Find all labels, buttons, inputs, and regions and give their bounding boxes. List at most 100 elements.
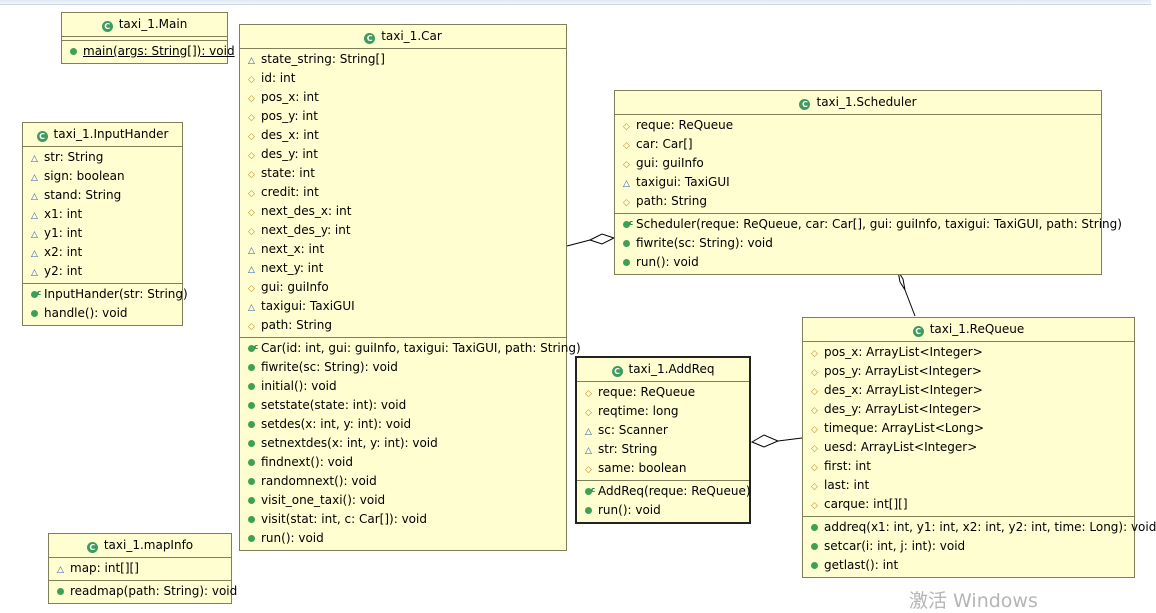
window-top-edge xyxy=(0,0,1151,5)
attribute-row[interactable]: ◇same: boolean xyxy=(577,459,749,478)
attribute-row[interactable]: ◇pos_y: int xyxy=(240,107,566,126)
method-row[interactable]: visit(stat: int, c: Car[]): void xyxy=(240,510,566,529)
attribute-text: gui: guiInfo xyxy=(636,156,704,170)
attribute-row[interactable]: ◇des_x: ArrayList<Integer> xyxy=(803,381,1134,400)
protected-member-icon: ◇ xyxy=(811,406,818,416)
attribute-row[interactable]: ◇reqtime: long xyxy=(577,402,749,421)
attribute-row[interactable]: △next_x: int xyxy=(240,240,566,259)
method-row[interactable]: readmap(path: String): void xyxy=(49,582,237,601)
attribute-row[interactable]: △str: String xyxy=(577,440,749,459)
attribute-row[interactable]: ◇carque: int[][] xyxy=(803,495,1134,514)
attribute-row[interactable]: ◇path: String xyxy=(240,316,566,335)
attribute-row[interactable]: ◇ des_y: ArrayList<Integer> xyxy=(803,400,1134,419)
attribute-row[interactable]: ◇timeque: ArrayList<Long> xyxy=(803,419,1134,438)
method-row[interactable]: addreq(x1: int, y1: int, x2: int, y2: in… xyxy=(803,518,1156,537)
method-text: visit_one_taxi(): void xyxy=(261,493,386,507)
attribute-row[interactable]: ◇gui: guiInfo xyxy=(240,278,566,297)
method-text: handle(): void xyxy=(44,306,128,320)
attribute-text: pos_x: int xyxy=(261,90,319,104)
method-row[interactable]: setstate(state: int): void xyxy=(240,396,566,415)
attribute-row[interactable]: ◇des_y: int xyxy=(240,145,566,164)
method-row[interactable]: fiwrite(sc: String): void xyxy=(240,358,566,377)
attribute-text: id: int xyxy=(261,71,296,85)
attribute-row[interactable]: ◇first: int xyxy=(803,457,1134,476)
attribute-row[interactable]: △y1: int xyxy=(23,224,182,243)
attribute-row[interactable]: ◇gui: guiInfo xyxy=(615,154,1101,173)
method-row[interactable]: handle(): void xyxy=(23,304,182,323)
public-member-icon xyxy=(811,543,818,550)
method-row[interactable]: setdes(x: int, y: int): void xyxy=(240,415,566,434)
method-row[interactable]: findnext(): void xyxy=(240,453,566,472)
method-row[interactable]: getlast(): int xyxy=(803,556,1134,575)
method-text: findnext(): void xyxy=(261,455,353,469)
attribute-row[interactable]: △x1: int xyxy=(23,205,182,224)
attribute-row[interactable]: ◇des_x: int xyxy=(240,126,566,145)
attribute-text: des_y: ArrayList<Integer> xyxy=(824,402,982,416)
method-row[interactable]: randomnext(): void xyxy=(240,472,566,491)
public-member-icon xyxy=(31,310,38,317)
addreq-requeue-link xyxy=(777,437,803,442)
package-member-icon: △ xyxy=(623,179,630,189)
method-row[interactable]: run(): void xyxy=(240,529,566,548)
attributes-section xyxy=(62,37,227,41)
method-row[interactable]: setnextdes(x: int, y: int): void xyxy=(240,434,566,453)
attribute-text: first: int xyxy=(824,459,871,473)
attribute-row[interactable]: ◇pos_y: ArrayList<Integer> xyxy=(803,362,1134,381)
attribute-row[interactable]: △x2: int xyxy=(23,243,182,262)
attribute-row[interactable]: ◇id: int xyxy=(240,69,566,88)
attributes-section: ◇reque: ReQueue◇car: Car[]◇gui: guiInfo△… xyxy=(615,115,1101,214)
attribute-text: map: int[][] xyxy=(70,561,139,575)
protected-member-icon: ◇ xyxy=(811,368,818,378)
protected-member-icon: ◇ xyxy=(248,227,255,237)
attribute-row[interactable]: △sign: boolean xyxy=(23,167,182,186)
attribute-row[interactable]: △state_string: String[] xyxy=(240,50,566,69)
attribute-row[interactable]: ◇state: int xyxy=(240,164,566,183)
attribute-row[interactable]: ◇credit: int xyxy=(240,183,566,202)
method-row[interactable]: main(args: String[]): void xyxy=(62,42,235,61)
attribute-row[interactable]: ◇car: Car[] xyxy=(615,135,1101,154)
method-row[interactable]: run(): void xyxy=(615,253,1101,272)
attribute-row[interactable]: ◇next_des_x: int xyxy=(240,202,566,221)
method-row[interactable]: fiwrite(sc: String): void xyxy=(615,234,1101,253)
methods-section: addreq(x1: int, y1: int, x2: int, y2: in… xyxy=(803,517,1156,577)
attribute-row[interactable]: △taxigui: TaxiGUI xyxy=(240,297,566,316)
method-row[interactable]: run(): void xyxy=(577,501,749,520)
attribute-row[interactable]: ◇pos_x: int xyxy=(240,88,566,107)
attribute-row[interactable]: ◇path: String xyxy=(615,192,1101,211)
car-scheduler-link xyxy=(566,239,591,247)
attribute-text: x1: int xyxy=(44,207,83,221)
attributes-section: ◇reque: ReQueue◇reqtime: long△sc: Scanne… xyxy=(577,382,749,481)
attribute-row[interactable]: ◇next_des_y: int xyxy=(240,221,566,240)
attribute-row[interactable]: ◇reque: ReQueue xyxy=(577,383,749,402)
attribute-row[interactable]: △y2: int xyxy=(23,262,182,281)
attribute-row[interactable]: △next_y: int xyxy=(240,259,566,278)
method-row[interactable]: visit_one_taxi(): void xyxy=(240,491,566,510)
attribute-text: taxigui: TaxiGUI xyxy=(636,175,730,189)
attribute-row[interactable]: △map: int[][] xyxy=(49,559,231,578)
attribute-row[interactable]: △sc: Scanner xyxy=(577,421,749,440)
method-row[interactable]: initial(): void xyxy=(240,377,566,396)
attribute-row[interactable]: ◇uesd: ArrayList<Integer> xyxy=(803,438,1134,457)
class-icon: C xyxy=(36,131,48,142)
method-row[interactable]: setcar(i: int, j: int): void xyxy=(803,537,1134,556)
methods-section: readmap(path: String): void xyxy=(49,581,237,603)
attribute-row[interactable]: ◇reque: ReQueue xyxy=(615,116,1101,135)
attribute-row[interactable]: △stand: String xyxy=(23,186,182,205)
attribute-row[interactable]: ◇last: int xyxy=(803,476,1134,495)
attribute-text: state_string: String[] xyxy=(261,52,385,66)
attribute-row[interactable]: △str: String xyxy=(23,148,182,167)
attribute-row[interactable]: ◇pos_x: ArrayList<Integer> xyxy=(803,343,1134,362)
attribute-row[interactable]: △ taxigui: TaxiGUI xyxy=(615,173,1101,192)
